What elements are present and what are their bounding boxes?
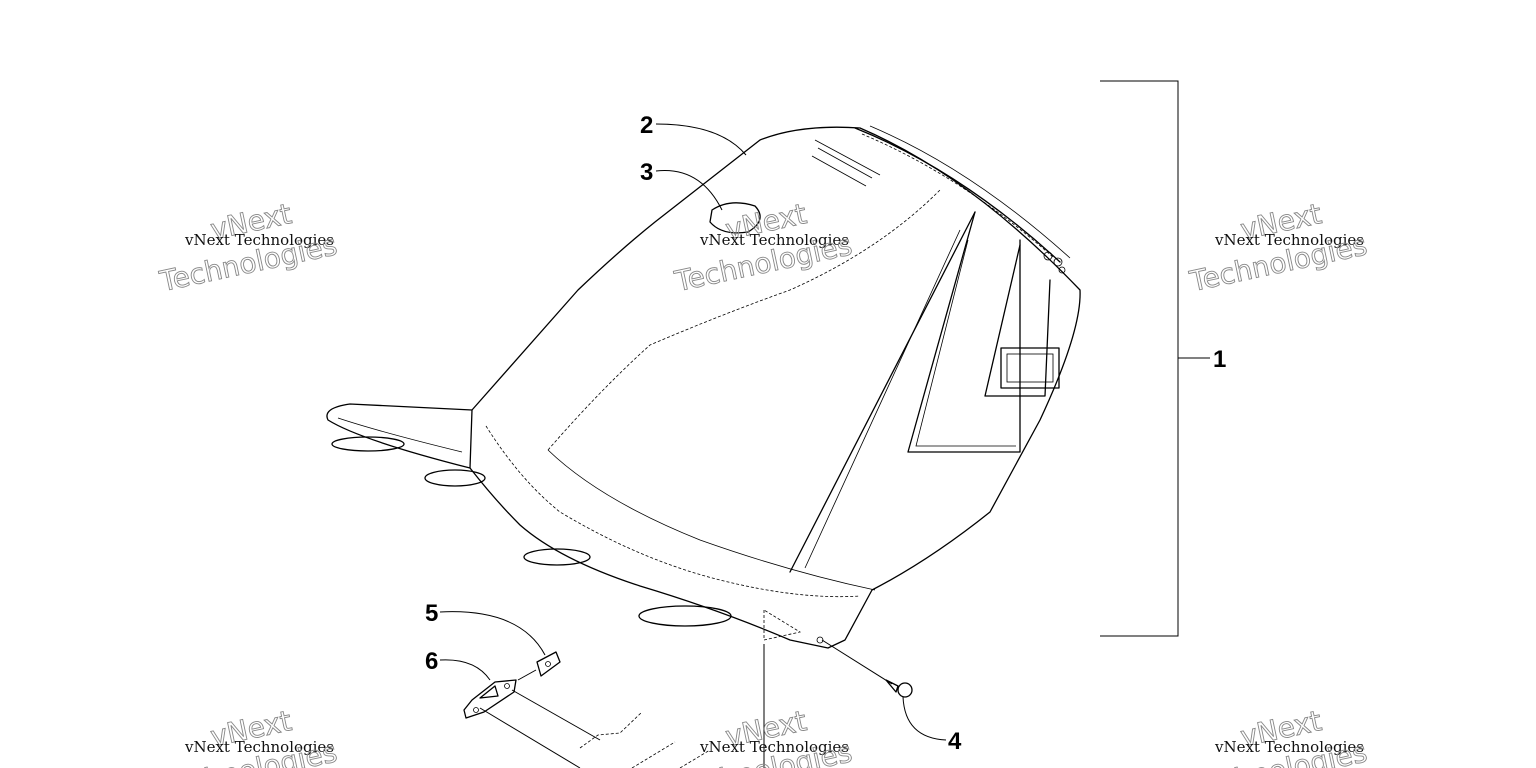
watermark-top-center: vNext vNext Technologies Technologies bbox=[671, 197, 856, 299]
callout-1: 1 bbox=[1213, 346, 1226, 373]
callout-2: 2 bbox=[640, 112, 653, 139]
callout-4: 4 bbox=[948, 728, 962, 755]
screw-part bbox=[821, 639, 913, 698]
watermark-top-right: vNext vNext Technologies Technologies bbox=[1186, 197, 1371, 299]
callout-5: 5 bbox=[425, 600, 438, 627]
watermark-top-left: vNext vNext Technologies Technologies bbox=[156, 197, 341, 299]
watermark-bottom-right: vNext vNext Technologies Technologies bbox=[1186, 704, 1371, 768]
leader-lines bbox=[439, 123, 947, 741]
watermark-text: vNext Technologies bbox=[184, 738, 334, 756]
watermarks: vNext vNext Technologies Technologies vN… bbox=[156, 197, 1371, 768]
callout-6: 6 bbox=[425, 648, 438, 675]
watermark-bottom-left: vNext vNext Technologies Technologies bbox=[156, 704, 341, 768]
callout-labels: 1 2 3 4 5 6 bbox=[425, 112, 1226, 755]
watermark-text: vNext Technologies bbox=[184, 231, 334, 249]
assembly-bracket bbox=[1100, 80, 1210, 637]
callout-3: 3 bbox=[640, 159, 653, 186]
watermark-text: vNext Technologies bbox=[1214, 738, 1364, 756]
seat-assembly bbox=[326, 125, 1081, 649]
watermark-bottom-center: vNext vNext Technologies Technologies bbox=[671, 704, 856, 768]
watermark-text: vNext Technologies bbox=[699, 231, 849, 249]
bracket-parts bbox=[463, 644, 765, 768]
watermark-text: vNext Technologies bbox=[1214, 231, 1364, 249]
watermark-text: vNext Technologies bbox=[699, 738, 849, 756]
